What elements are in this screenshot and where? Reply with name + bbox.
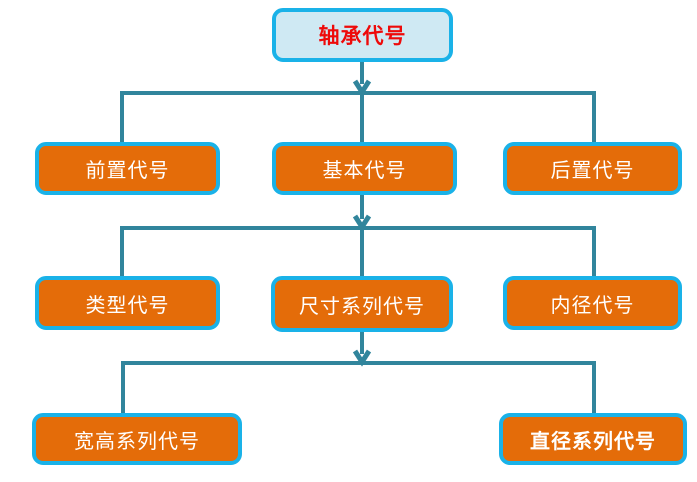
node-basic-code: 基本代号 [272, 142, 457, 195]
node-label: 内径代号 [550, 294, 635, 317]
node-size-series-code: 尺寸系列代号 [271, 276, 453, 332]
node-width-height-series-code: 宽高系列代号 [32, 413, 242, 465]
node-label: 前置代号 [85, 160, 170, 182]
node-label: 轴承代号 [318, 25, 407, 48]
node-bore-code: 内径代号 [503, 276, 682, 330]
node-label: 宽高系列代号 [74, 430, 200, 453]
node-label: 尺寸系列代号 [299, 295, 425, 318]
node-label: 类型代号 [85, 294, 170, 317]
node-diameter-series-code: 直径系列代号 [499, 413, 687, 465]
node-label: 后置代号 [550, 160, 635, 182]
node-label: 基本代号 [322, 160, 407, 182]
node-type-code: 类型代号 [35, 276, 220, 330]
node-suffix-code: 后置代号 [503, 142, 682, 195]
node-prefix-code: 前置代号 [35, 142, 220, 195]
node-bearing-code: 轴承代号 [272, 8, 453, 62]
node-label: 直径系列代号 [530, 430, 656, 453]
